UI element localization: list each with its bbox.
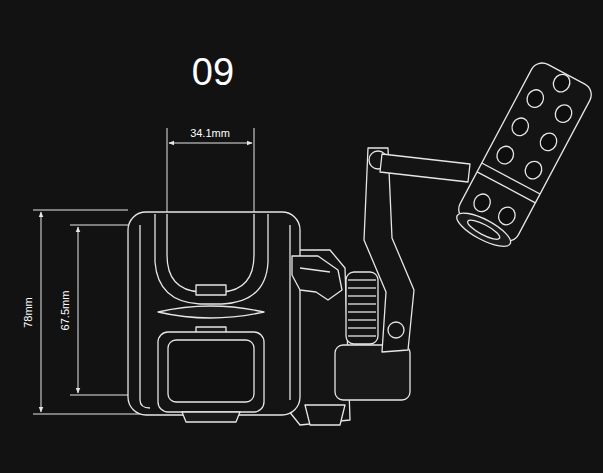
drag-ridge	[348, 287, 376, 288]
knob-hole	[524, 87, 547, 110]
reel-body	[128, 148, 470, 425]
figure-number: 09	[192, 53, 234, 91]
knob-hole	[494, 143, 517, 166]
knob-hole	[550, 71, 573, 94]
dimension-label: 78mm	[22, 295, 35, 330]
drag-ridge	[348, 279, 376, 280]
knob-hole	[471, 191, 494, 214]
dimension-label: 67.5mm	[60, 288, 73, 332]
drag-ridge	[348, 327, 376, 328]
drag-ridge	[348, 319, 376, 320]
knob-hole	[496, 204, 519, 227]
drag-ridge	[348, 335, 376, 336]
drag-ridge	[348, 295, 376, 296]
knob-hole	[552, 102, 575, 125]
drag-ridge	[348, 303, 376, 304]
knob-hole	[509, 115, 532, 138]
knob-hole	[522, 158, 545, 181]
handle-knob	[450, 59, 596, 254]
knob-hole	[537, 130, 560, 153]
drag-ridge	[348, 311, 376, 312]
dimension-label: 34.1mm	[188, 127, 232, 140]
